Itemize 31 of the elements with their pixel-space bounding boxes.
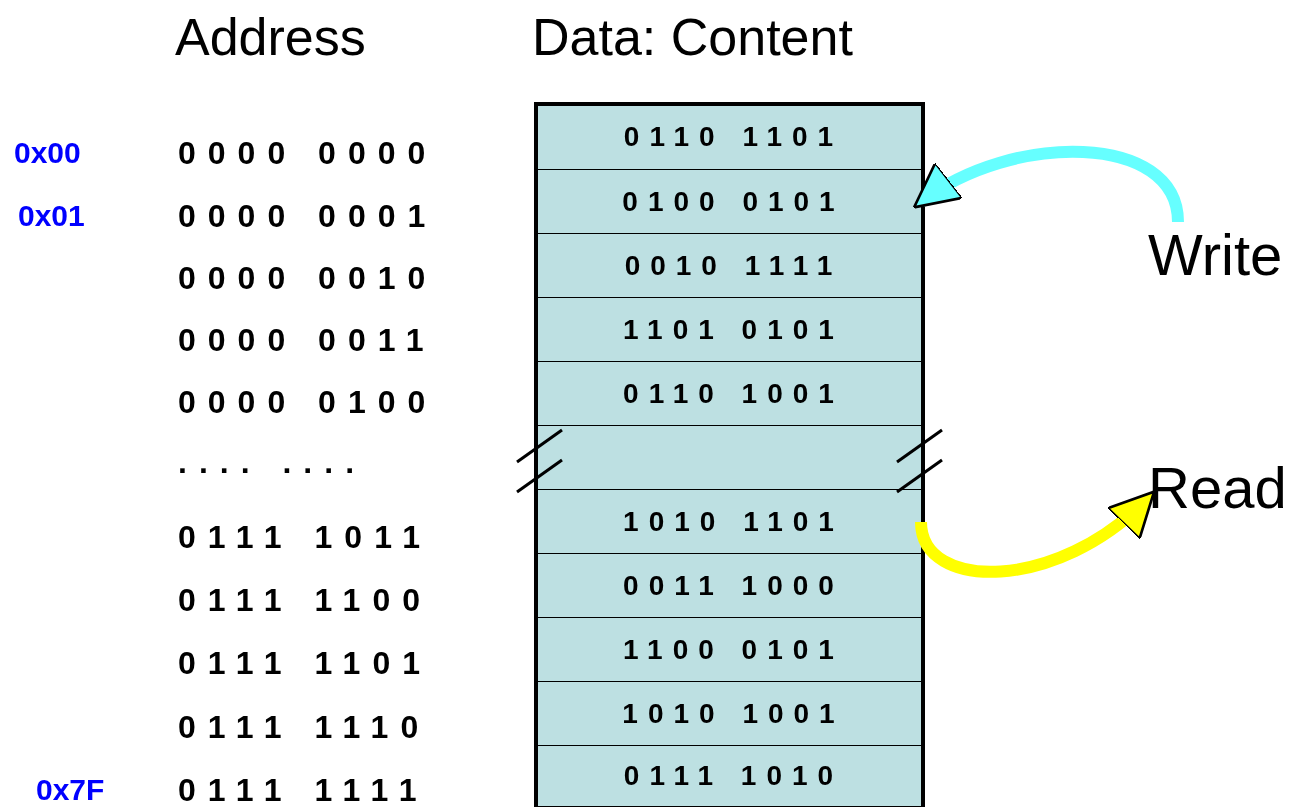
hex-address: 0x7F: [36, 772, 105, 807]
binary-address: 0000 0100: [178, 383, 438, 422]
binary-address: 0111 1110: [178, 708, 431, 747]
memory-cell: 1010 1101: [536, 490, 921, 554]
memory-cell: [536, 426, 921, 490]
binary-address: 0111 1111: [178, 771, 429, 807]
curved-arrow: [915, 490, 1156, 578]
memory-cell: 0110 1101: [536, 104, 921, 170]
binary-address: 0111 1100: [178, 581, 432, 620]
memory-cell: 1010 1001: [536, 682, 921, 746]
binary-address: 0000 0001: [178, 197, 438, 236]
memory-cell: 0100 0101: [536, 170, 921, 234]
binary-address: 0000 0011: [178, 321, 436, 360]
binary-address: 0000 0000: [178, 134, 438, 173]
read-label: Read: [1148, 455, 1287, 521]
hex-address: 0x00: [14, 135, 81, 171]
column-heading: Address: [175, 7, 366, 67]
memory-cell: 0011 1000: [536, 554, 921, 618]
memory-cell: 0111 1010: [536, 746, 921, 807]
memory-cell: 0010 1111: [536, 234, 921, 298]
binary-address: 0111 1011: [178, 518, 432, 557]
ellipsis: .... ....: [178, 443, 366, 482]
binary-address: 0111 1101: [178, 644, 432, 683]
curved-arrow: [912, 146, 1184, 223]
write-label: Write: [1148, 222, 1283, 288]
memory-cell: 1101 0101: [536, 298, 921, 362]
column-heading: Data: Content: [532, 7, 853, 67]
memory-cell: 1100 0101: [536, 618, 921, 682]
memory-cell: 0110 1001: [536, 362, 921, 426]
binary-address: 0000 0010: [178, 259, 438, 298]
hex-address: 0x01: [18, 198, 85, 234]
